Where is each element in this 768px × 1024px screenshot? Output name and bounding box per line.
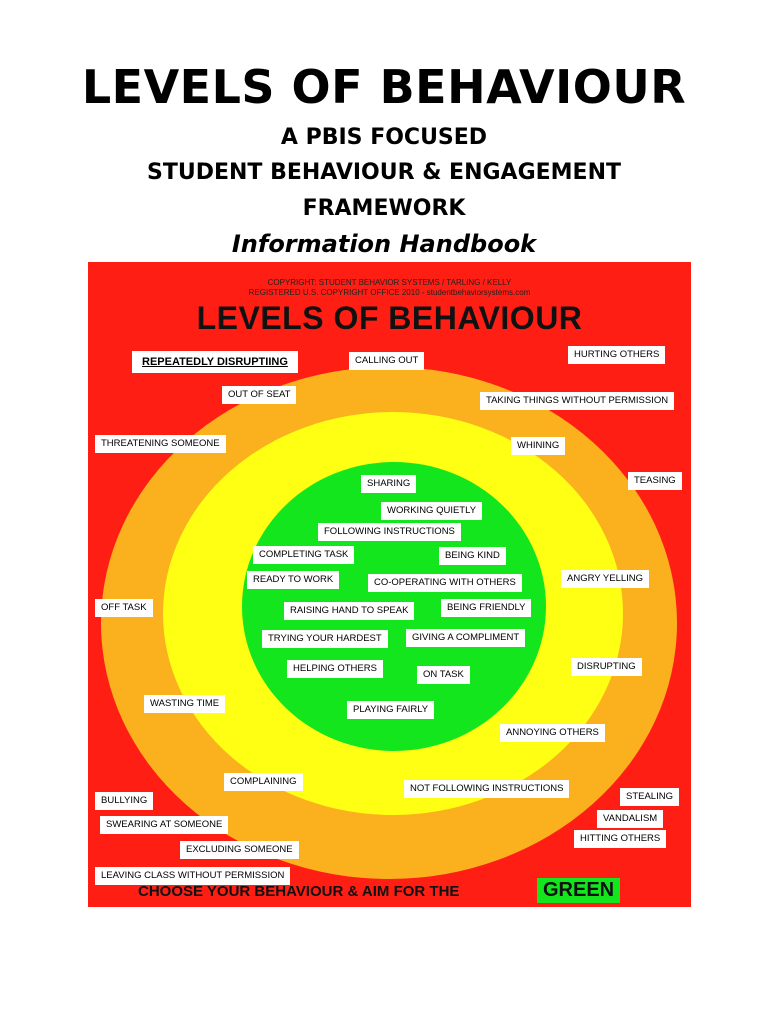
behaviour-poster: COPYRIGHT: STUDENT BEHAVIOR SYSTEMS / TA… xyxy=(88,262,691,907)
behaviour-label: ANGRY YELLING xyxy=(561,570,650,589)
behaviour-label: THREATENING SOMEONE xyxy=(95,435,226,454)
behaviour-label: WHINING xyxy=(511,437,566,456)
behaviour-label: FOLLOWING INSTRUCTIONS xyxy=(318,523,461,542)
behaviour-label: COMPLAINING xyxy=(224,773,303,792)
behaviour-label: COMPLETING TASK xyxy=(253,546,355,565)
behaviour-label: BULLYING xyxy=(95,792,154,811)
behaviour-label: RAISING HAND TO SPEAK xyxy=(284,602,415,621)
behaviour-label: WASTING TIME xyxy=(144,695,226,714)
behaviour-label: HITTING OTHERS xyxy=(574,830,667,849)
subtitle-pbis: A PBIS FOCUSED xyxy=(280,125,488,150)
behaviour-label: STEALING xyxy=(620,788,679,807)
behaviour-label: GIVING A COMPLIMENT xyxy=(406,629,526,648)
behaviour-label: TRYING YOUR HARDEST xyxy=(262,630,388,649)
behaviour-label: WORKING QUIETLY xyxy=(381,502,483,521)
behaviour-label: DISRUPTING xyxy=(571,658,642,677)
behaviour-label: EXCLUDING SOMEONE xyxy=(180,841,299,860)
behaviour-label: LEAVING CLASS WITHOUT PERMISSION xyxy=(95,867,291,886)
behaviour-label: HURTING OTHERS xyxy=(568,346,666,365)
behaviour-label: VANDALISM xyxy=(597,810,664,829)
behaviour-label: SHARING xyxy=(361,475,417,494)
subtitle-framework: STUDENT BEHAVIOUR & ENGAGEMENT xyxy=(147,160,621,185)
page-title: LEVELS OF BEHAVIOUR xyxy=(81,60,687,114)
behaviour-label: HELPING OTHERS xyxy=(287,660,383,679)
subtitle-handbook: Information Handbook xyxy=(231,230,537,258)
behaviour-label: NOT FOLLOWING INSTRUCTIONS xyxy=(404,780,570,799)
behaviour-label: OUT OF SEAT xyxy=(222,386,297,405)
behaviour-label: PLAYING FAIRLY xyxy=(347,701,435,720)
behaviour-label: REPEATEDLY DISRUPTIING xyxy=(132,351,298,374)
behaviour-label: BEING KIND xyxy=(439,547,506,566)
subtitle-framework-2: FRAMEWORK xyxy=(302,196,466,221)
behaviour-label: READY TO WORK xyxy=(247,571,340,590)
behaviour-label: BEING FRIENDLY xyxy=(441,599,532,618)
behaviour-label: TEASING xyxy=(628,472,682,491)
behaviour-label: CO-OPERATING WITH OTHERS xyxy=(368,574,522,593)
behaviour-label: ANNOYING OTHERS xyxy=(500,724,605,743)
behaviour-label: TAKING THINGS WITHOUT PERMISSION xyxy=(480,392,675,411)
copyright-registration: REGISTERED U.S. COPYRIGHT OFFICE 2010 - … xyxy=(248,288,531,297)
behaviour-label: ON TASK xyxy=(417,666,470,685)
behaviour-label: OFF TASK xyxy=(95,599,153,618)
behaviour-label: CALLING OUT xyxy=(349,352,425,371)
poster-footer: CHOOSE YOUR BEHAVIOUR & AIM FOR THE xyxy=(138,883,460,900)
green-highlight: GREEN xyxy=(537,878,621,903)
copyright-line: COPYRIGHT: STUDENT BEHAVIOR SYSTEMS / TA… xyxy=(267,278,512,287)
behaviour-label: SWEARING AT SOMEONE xyxy=(100,816,229,835)
poster-title: LEVELS OF BEHAVIOUR xyxy=(196,300,583,336)
